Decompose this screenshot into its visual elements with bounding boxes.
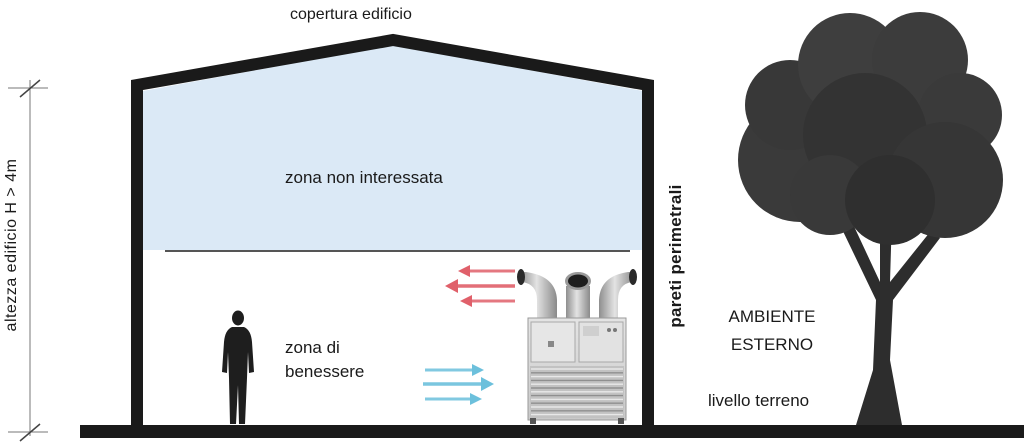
height-dimension	[8, 79, 48, 442]
cool-air-arrow	[423, 377, 494, 391]
warm-air-arrow	[460, 295, 515, 307]
ground-line	[80, 425, 1024, 438]
tree-canopy	[738, 12, 1003, 245]
tree-trunk	[840, 215, 940, 425]
cool-air-arrow	[425, 393, 482, 405]
warm-air-arrows	[445, 265, 515, 307]
unaffected-zone-area	[143, 45, 643, 250]
cool-air-arrow	[425, 364, 484, 376]
tree-icon	[738, 12, 1003, 425]
warm-air-arrow	[458, 265, 515, 277]
comfort-zone-label: zona di benessere	[285, 338, 365, 381]
ground-level-label: livello terreno	[708, 391, 810, 410]
perimeter-walls-label: pareti perimetrali	[666, 184, 685, 328]
outdoor-label: AMBIENTE ESTERNO	[728, 307, 816, 354]
building-height-label: altezza edificio H > 4m	[3, 158, 20, 332]
person-silhouette-icon	[222, 310, 254, 424]
unit-grille	[530, 366, 624, 418]
warm-air-arrow	[445, 279, 515, 293]
cool-air-arrows	[423, 364, 494, 405]
building-outline	[131, 33, 654, 427]
roof-label: copertura edificio	[290, 6, 412, 23]
unaffected-zone-label: zona non interessata	[285, 168, 443, 187]
air-handling-unit-icon	[517, 269, 637, 424]
